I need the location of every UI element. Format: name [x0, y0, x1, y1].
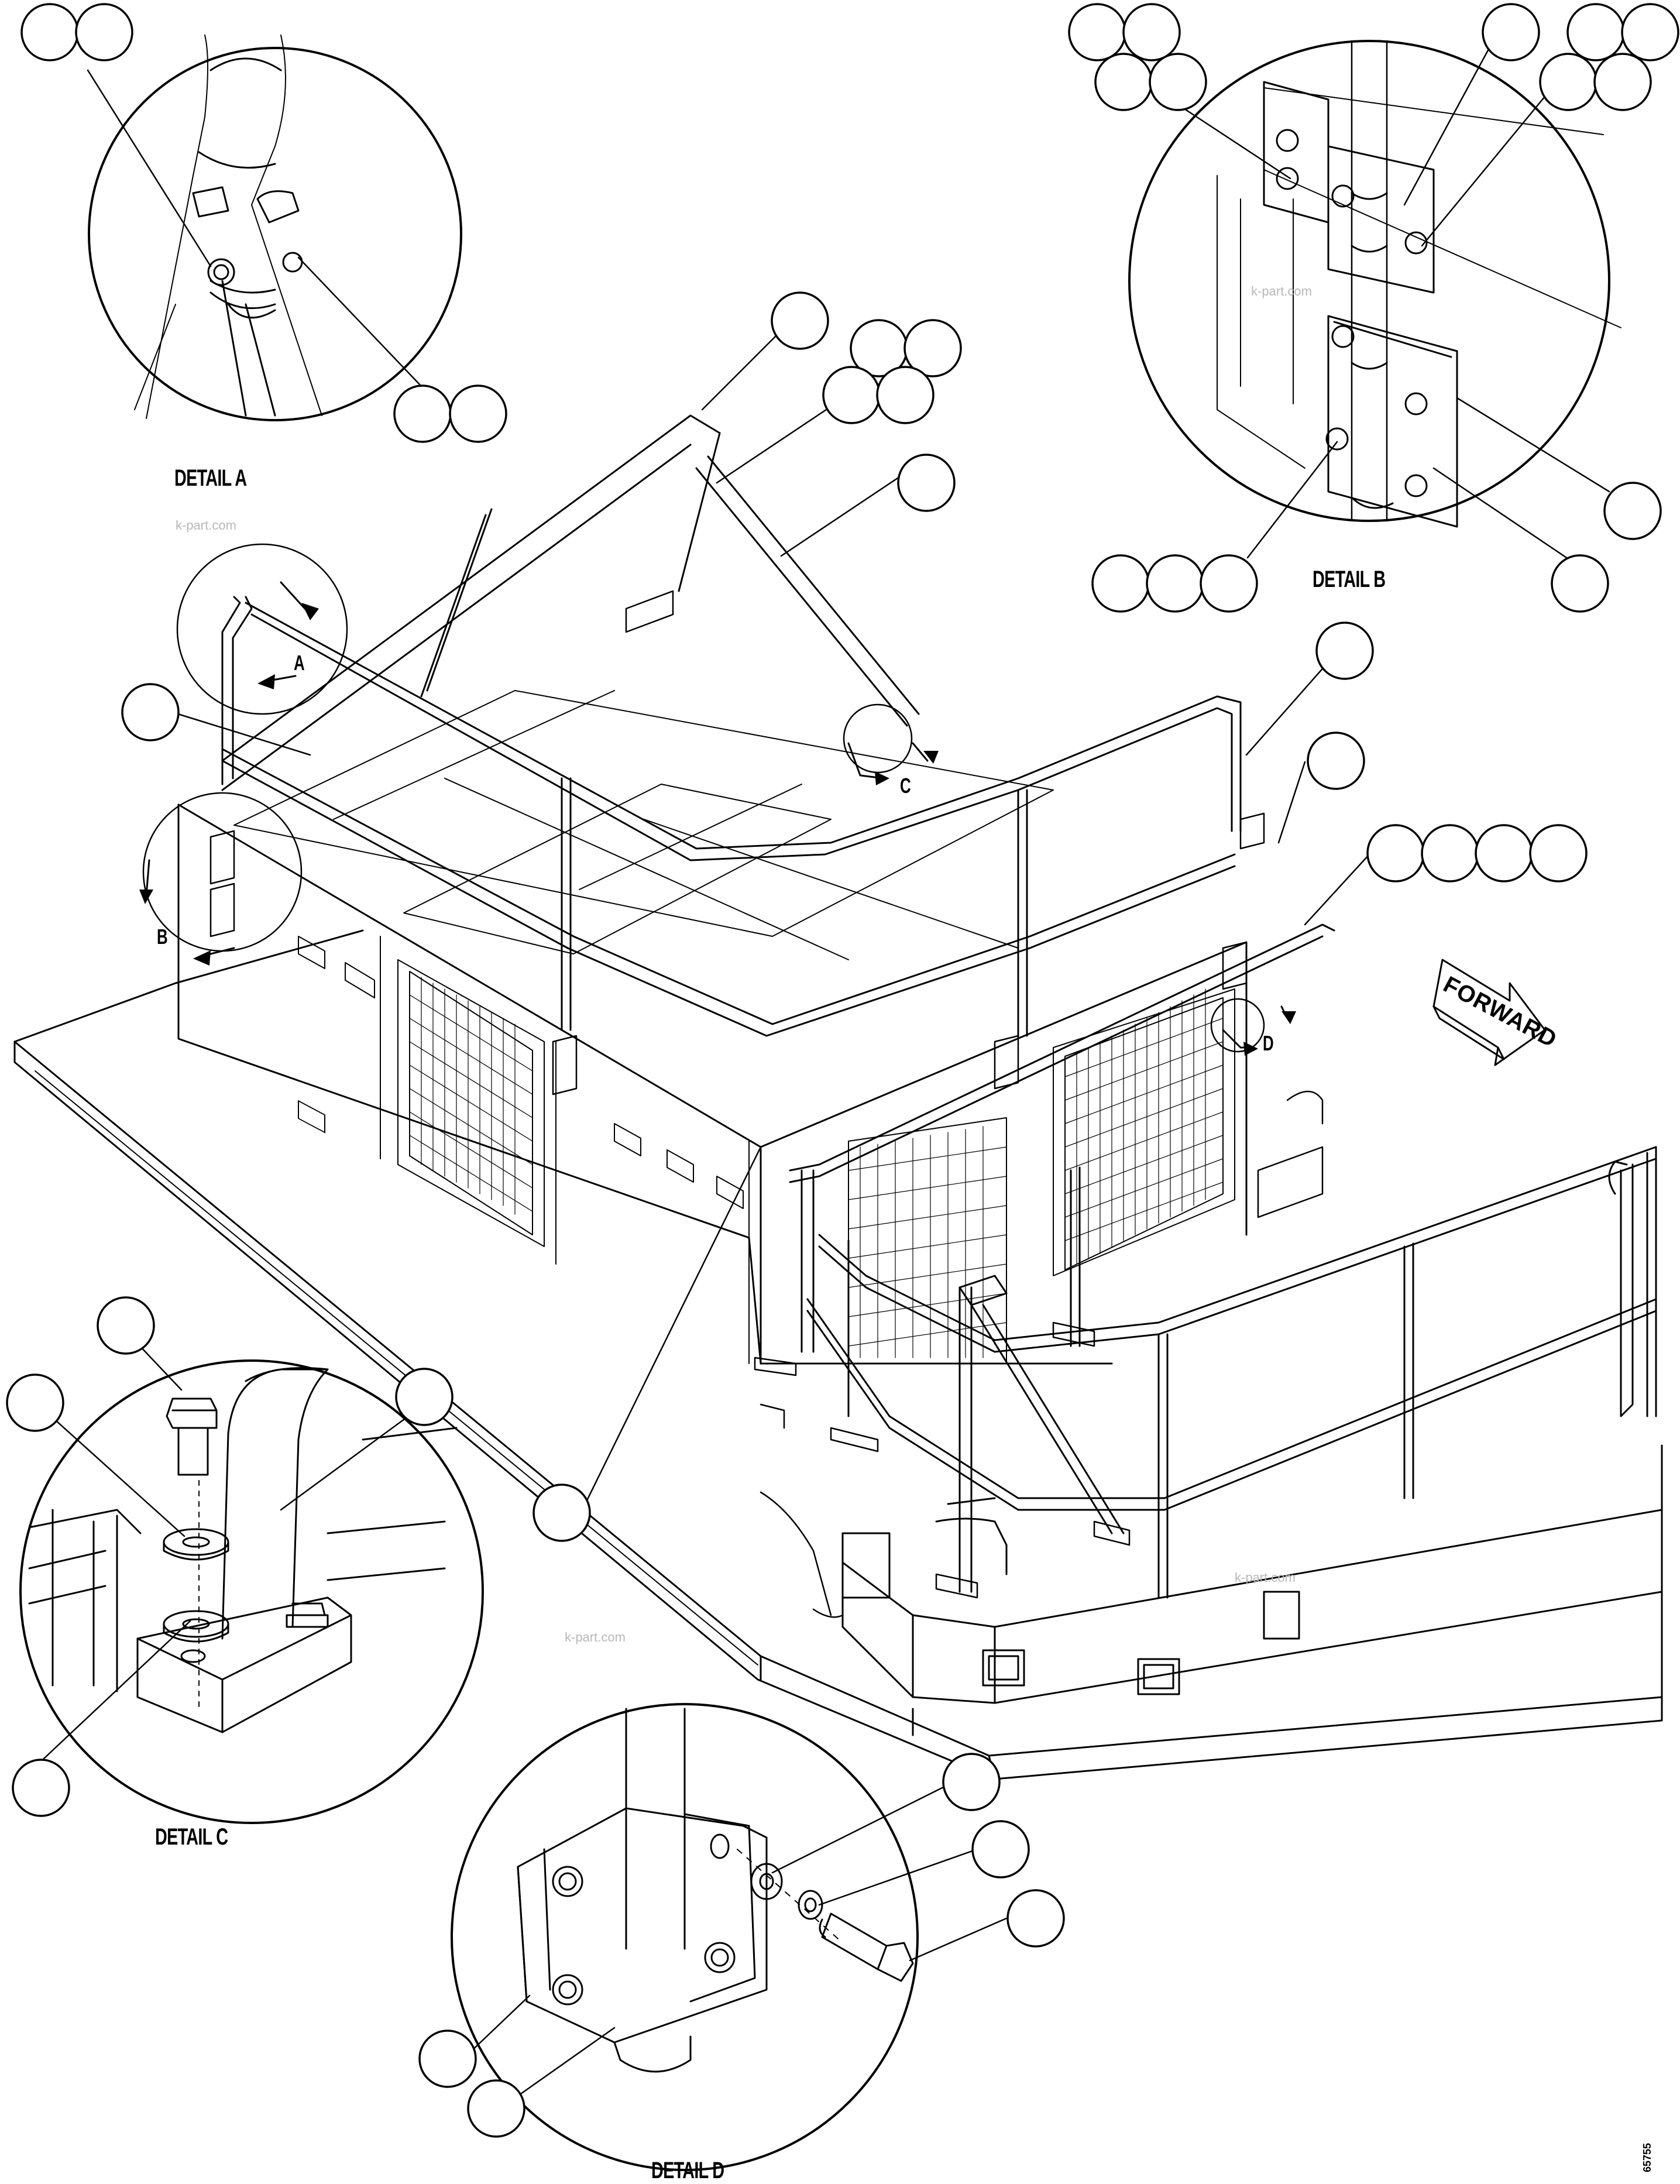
- detail-d-marker: [1210, 998, 1265, 1053]
- callout-balloon-icon: [876, 366, 935, 424]
- watermark: k-part.com: [176, 518, 236, 533]
- callout-balloon-icon: [1006, 1889, 1065, 1948]
- callout-balloon-icon: [1122, 3, 1181, 61]
- callout-balloon-icon: [395, 1368, 454, 1426]
- callout-balloon-icon: [532, 1484, 591, 1542]
- callout-balloon-icon: [1603, 482, 1662, 540]
- callout-balloon-icon: [12, 1759, 70, 1817]
- platform-railing: [789, 923, 1657, 1599]
- detail-b: [1128, 25, 1621, 560]
- callout-balloon-icon: [6, 1373, 64, 1432]
- callout-balloon-icon: [20, 3, 79, 61]
- grille-mesh: [409, 977, 1224, 1358]
- callout-balloon-icon: [1366, 824, 1425, 882]
- callout-balloon-icon: [449, 384, 507, 443]
- watermark: k-part.com: [1235, 1570, 1296, 1585]
- callout-balloon-icon: [942, 1753, 1001, 1811]
- deck-front-edge: [13, 1041, 1663, 1757]
- deck-left-edge: [13, 929, 364, 1043]
- detail-c: [19, 1333, 484, 1824]
- housing-front-top: [177, 803, 762, 1365]
- detail-c-marker: [843, 703, 913, 774]
- callout-balloon-icon: [1482, 3, 1540, 61]
- callout-balloon-icon: [1091, 554, 1150, 613]
- support-posts: [935, 1275, 1125, 1593]
- callout-balloon-icon: [1529, 824, 1588, 882]
- watermark: k-part.com: [565, 1630, 626, 1644]
- detail-b-label: DETAIL B: [1313, 566, 1386, 592]
- callout-balloon-icon: [418, 2030, 477, 2088]
- callout-balloon-icon: [1315, 621, 1374, 680]
- watermark: k-part.com: [1251, 284, 1312, 298]
- callout-balloon-icon: [467, 2079, 525, 2138]
- callout-balloon-icon: [1200, 554, 1258, 613]
- detail-d-label: DETAIL D: [651, 2158, 724, 2183]
- front-bumper: [841, 1509, 1663, 1704]
- rear-railing: [221, 414, 920, 791]
- callout-balloon-icon: [1539, 53, 1597, 111]
- callout-balloon-icon: [897, 454, 956, 512]
- callout-balloon-icon: [97, 1296, 155, 1355]
- detail-a-label: DETAIL A: [174, 465, 247, 491]
- callout-balloon-icon: [6, 3, 1679, 2138]
- detail-d: [451, 1703, 1008, 2171]
- callout-balloon-icon: [1146, 554, 1204, 613]
- housing-front-bottom: [177, 803, 750, 1239]
- detail-a-marker: [176, 543, 348, 715]
- view-letter-c: C: [900, 774, 911, 798]
- callout-balloon-icon: [1149, 53, 1207, 111]
- callout-balloon-icon: [393, 384, 452, 443]
- detail-markers: [142, 543, 1265, 1053]
- left-railing: [221, 596, 1242, 1037]
- rail-brackets: [209, 590, 1265, 1096]
- drawing-number: 65755: [1641, 2142, 1653, 2172]
- grille-panels: [397, 959, 1235, 1364]
- top-deck: [233, 690, 1054, 960]
- callout-balloon-icon: [1621, 3, 1679, 61]
- callout-balloon-icon: [1566, 3, 1625, 61]
- mounting-plates: [754, 1090, 1324, 1618]
- callout-balloon-icon: [1551, 554, 1609, 613]
- callout-balloon-icon: [1475, 824, 1533, 882]
- callout-balloon-icon: [1068, 3, 1126, 61]
- detail-c-label: DETAIL C: [155, 1824, 228, 1850]
- callout-balloon-icon: [971, 1820, 1030, 1879]
- callout-balloon-icon: [75, 3, 133, 61]
- arrowheads: [139, 603, 1296, 1056]
- callout-balloon-icon: [1421, 824, 1479, 882]
- main-assembly: [13, 312, 1663, 1780]
- forward-arrow-icon: [1432, 959, 1546, 1066]
- view-letter-b: B: [157, 925, 168, 949]
- callout-balloon-icon: [771, 291, 829, 350]
- detail-a: [87, 35, 462, 421]
- callout-balloon-icon: [121, 683, 180, 741]
- callout-balloon-icon: [1094, 53, 1153, 111]
- callout-balloon-icon: [822, 366, 881, 424]
- callout-balloon-icon: [1593, 53, 1652, 111]
- callout-balloon-icon: [1307, 732, 1365, 790]
- view-letter-d: D: [1263, 1031, 1274, 1055]
- louvers: [298, 936, 744, 1209]
- view-letter-a: A: [294, 651, 305, 675]
- callout-balloon-icon: [903, 319, 962, 377]
